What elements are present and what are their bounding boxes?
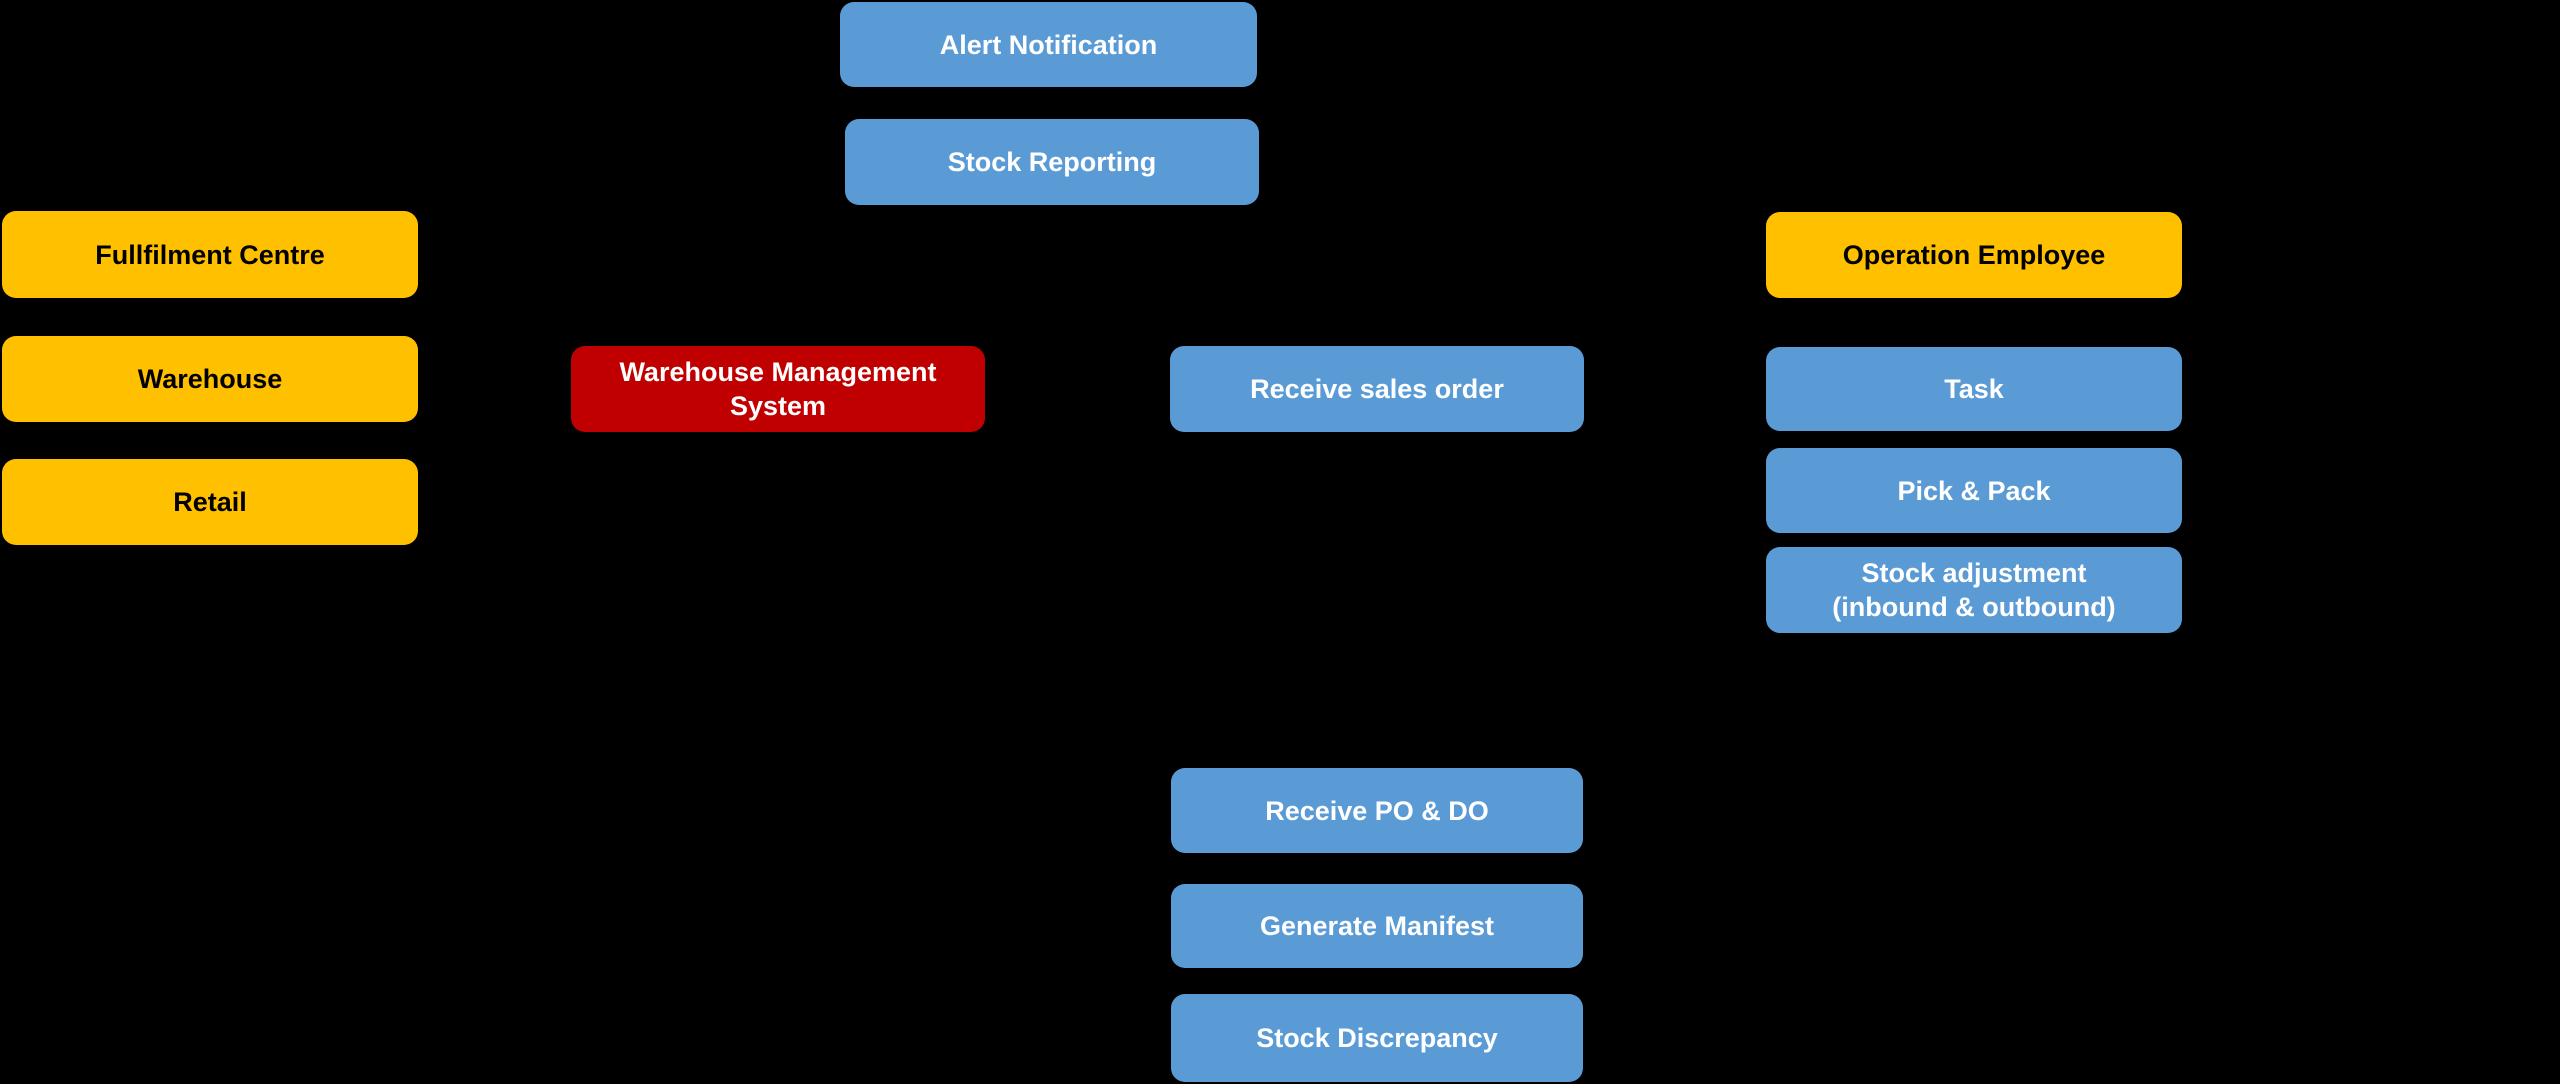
node-stock-reporting: Stock Reporting [845, 119, 1259, 205]
node-stock-adjustment: Stock adjustment (inbound & outbound) [1766, 547, 2182, 633]
node-generate-manifest: Generate Manifest [1171, 884, 1583, 968]
node-operation-employee: Operation Employee [1766, 212, 2182, 298]
node-receive-po-do: Receive PO & DO [1171, 768, 1583, 853]
node-fullfilment-centre: Fullfilment Centre [2, 211, 418, 298]
node-task: Task [1766, 347, 2182, 431]
node-alert-notification: Alert Notification [840, 2, 1257, 87]
node-pick-and-pack: Pick & Pack [1766, 448, 2182, 533]
node-receive-sales-order: Receive sales order [1170, 346, 1584, 432]
node-retail: Retail [2, 459, 418, 545]
node-stock-discrepancy: Stock Discrepancy [1171, 994, 1583, 1082]
node-warehouse: Warehouse [2, 336, 418, 422]
node-warehouse-management-system: Warehouse Management System [571, 346, 985, 432]
